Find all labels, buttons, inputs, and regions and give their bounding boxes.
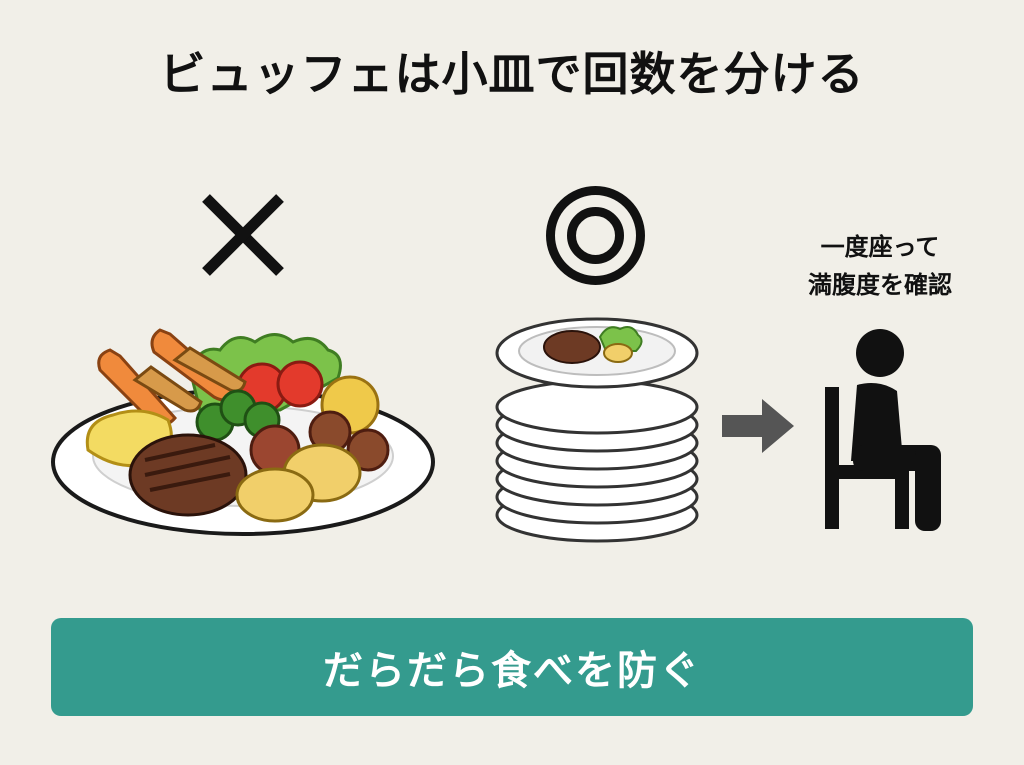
plate-stack-illustration [495,317,699,543]
person-note-line2: 満腹度を確認 [808,271,952,299]
cross-mark-icon [202,194,284,276]
right-arrow-icon [722,399,794,453]
person-note-line1: 一度座って [820,233,940,261]
page-title: ビュッフェは小皿で回数を分ける [159,47,865,101]
seated-person-icon [825,329,941,531]
overloaded-plate-illustration [51,328,435,536]
summary-banner: だらだら食べを防ぐ [51,618,973,716]
double-circle-icon [546,186,645,285]
banner-text: だらだら食べを防ぐ [323,648,701,694]
person-note: 一度座って 満腹度を確認 [760,228,1000,304]
